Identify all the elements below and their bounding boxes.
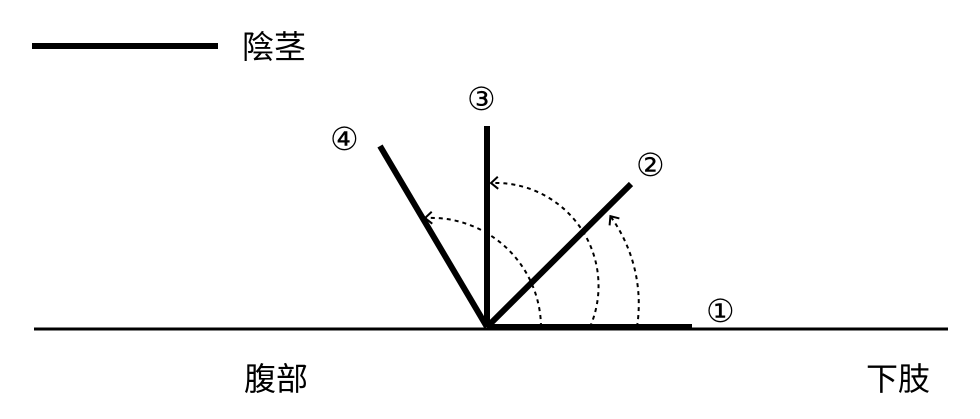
- position-2-line: [484, 181, 634, 330]
- rotation-arc-3-to-4: [423, 211, 542, 328]
- axis-left-label: 腹部: [244, 360, 308, 398]
- axis-right-label: 下肢: [866, 360, 930, 398]
- position-3-label: ③: [467, 80, 496, 118]
- position-2-label: ②: [636, 146, 665, 184]
- position-4-label: ④: [330, 120, 359, 158]
- position-4-line: [377, 144, 490, 329]
- rotation-arc-1-to-2: [608, 214, 640, 328]
- legend-label: 陰茎: [242, 28, 306, 66]
- position-1-label: ①: [706, 292, 735, 330]
- rotation-arc-2-to-3: [489, 176, 600, 328]
